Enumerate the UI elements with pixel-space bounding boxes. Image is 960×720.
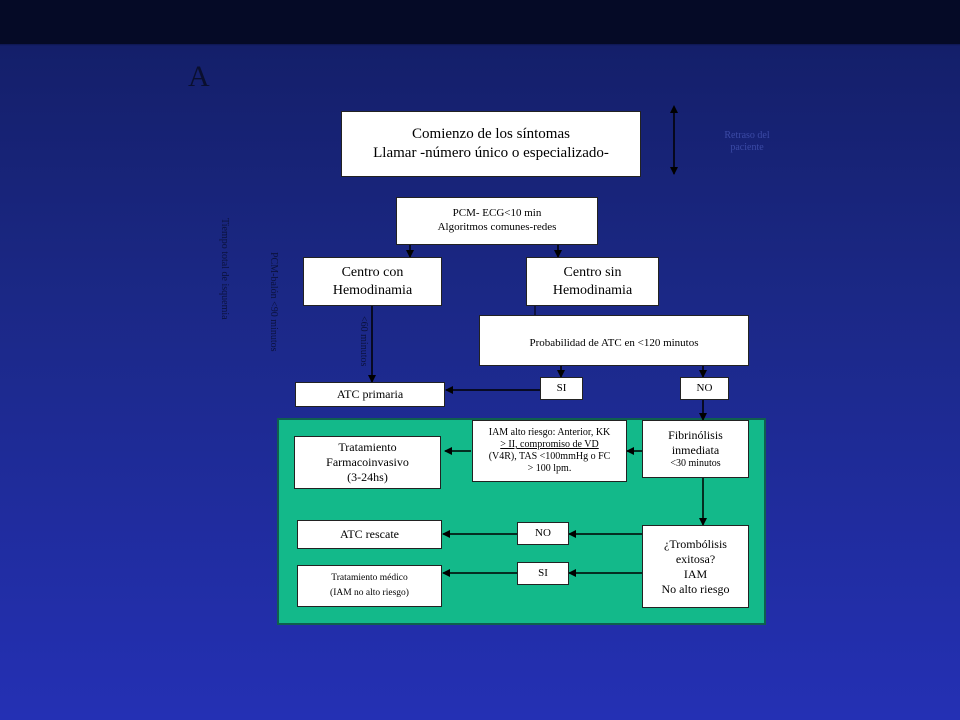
comienzo-sintomas-box: Comienzo de los síntomas Llamar -número … (341, 111, 641, 177)
top-band (0, 0, 960, 44)
atc-primaria-box: ATC primaria (295, 382, 445, 407)
si-top-box: SI (540, 377, 583, 400)
iam-alto-line3: (V4R), TAS <100mmHg o FC (488, 451, 611, 462)
no-bottom-text: NO (535, 526, 551, 539)
centro-sin-line1: Centro sin (563, 265, 622, 280)
tratamiento-medico-line2: (IAM no alto riesgo) (330, 588, 409, 598)
tratamiento-medico-box: Tratamiento médico (IAM no alto riesgo) (297, 565, 442, 607)
pcm-balon-label: PCM-balón <90 minutos (268, 252, 279, 352)
centro-con-line2: Hemodinamia (332, 282, 413, 298)
menos-60-label: <60 minutos (358, 316, 369, 367)
comienzo-line1: Comienzo de los síntomas (412, 126, 570, 143)
slide-letter: A (188, 60, 210, 93)
centro-sin-hemodinamia-box: Centro sin Hemodinamia (526, 257, 659, 306)
atc-rescate-text: ATC rescate (340, 527, 399, 541)
si-top-text: SI (556, 381, 567, 394)
no-top-box: NO (680, 377, 729, 400)
tratamiento-farmacoinvasivo-box: Tratamiento Farmacoinvasivo (3-24hs) (294, 436, 441, 489)
comienzo-line2: Llamar -número único o especializado- (373, 145, 609, 161)
probabilidad-atc-box: Probabilidad de ATC en <120 minutos (479, 315, 749, 366)
fibrinolisis-line2: inmediata (671, 442, 720, 457)
iam-alto-line1: IAM alto riesgo: Anterior, KK (488, 427, 611, 438)
probabilidad-text: Probabilidad de ATC en <120 minutos (529, 337, 699, 350)
iam-alto-riesgo-box: IAM alto riesgo: Anterior, KK > II, comp… (472, 420, 627, 482)
trombolisis-line4: No alto riesgo (661, 581, 730, 596)
atc-rescate-box: ATC rescate (297, 520, 442, 549)
fibrinolisis-line1: Fibrinólisis (668, 427, 723, 442)
trombolisis-line3: IAM (683, 566, 708, 581)
centro-con-line1: Centro con (341, 265, 404, 280)
si-bottom-text: SI (538, 566, 548, 579)
trombolisis-line2: exitosa? (675, 551, 716, 566)
retraso-label: Retraso del paciente (724, 130, 770, 153)
pcm-line1: PCM- ECG<10 min (452, 207, 542, 220)
tratamiento-medico-line1: Tratamiento médico (331, 572, 408, 583)
iam-alto-line2: > II, compromiso de VD (500, 439, 599, 450)
farmaco-line3: (3-24hs) (347, 470, 388, 484)
centro-sin-line2: Hemodinamia (552, 282, 633, 298)
tiempo-total-label: Tiempo total de isquemia (219, 218, 230, 320)
no-top-text: NO (696, 381, 713, 394)
fibrinolisis-box: Fibrinólisis inmediata <30 minutos (642, 420, 749, 478)
farmaco-line2: Farmacoinvasivo (326, 455, 409, 469)
no-bottom-box: NO (517, 522, 569, 545)
pcm-line2: Algoritmos comunes-redes (437, 221, 557, 233)
atc-primaria-text: ATC primaria (336, 387, 404, 401)
pcm-ecg-box: PCM- ECG<10 min Algoritmos comunes-redes (396, 197, 598, 245)
fibrinolisis-line3: <30 minutos (670, 457, 721, 469)
trombolisis-exitosa-box: ¿Trombólisis exitosa? IAM No alto riesgo (642, 525, 749, 608)
si-bottom-box: SI (517, 562, 569, 585)
iam-alto-line4: > 100 lpm. (527, 463, 572, 474)
centro-con-hemodinamia-box: Centro con Hemodinamia (303, 257, 442, 306)
farmaco-line1: Tratamiento (338, 440, 397, 454)
trombolisis-line1: ¿Trombólisis (664, 536, 727, 551)
